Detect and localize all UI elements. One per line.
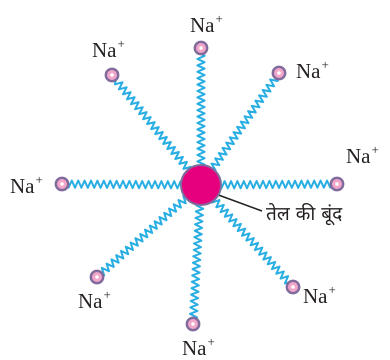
- ion-label-upper-left: Na+: [92, 36, 125, 62]
- ion-charge-upper-right: +: [322, 57, 329, 72]
- ionic-head-highlight-top: [199, 46, 203, 50]
- oil-drop: [180, 164, 222, 206]
- hydrocarbon-chain-lower-right: [210, 194, 290, 285]
- ion-charge-left: +: [36, 172, 43, 187]
- ionic-head-highlight-upper-right: [277, 71, 281, 75]
- hydrocarbon-chain-top: [196, 53, 206, 172]
- ion-charge-lower-right: +: [329, 282, 336, 297]
- ion-label-right: Na+: [346, 142, 379, 168]
- ion-label-left: Na+: [10, 172, 43, 198]
- ion-charge-right: +: [372, 142, 379, 157]
- ion-label-bottom: Na+: [182, 334, 215, 360]
- ionic-head-highlight-bottom: [191, 322, 195, 326]
- oil-drop-pointer-line: [212, 192, 263, 212]
- ionic-head-highlight-lower-right: [291, 285, 295, 289]
- hydrocarbon-chain-lower-left: [100, 194, 192, 277]
- ion-charge-bottom: +: [208, 334, 215, 349]
- ionic-heads: [54, 40, 345, 332]
- ion-label-lower-right: Na+: [303, 282, 336, 308]
- hydrocarbon-chains: [67, 53, 332, 319]
- hydrocarbon-chain-bottom: [189, 198, 205, 319]
- ion-charge-top: +: [216, 11, 223, 26]
- ionic-head-highlight-right: [335, 182, 339, 186]
- ion-label-top: Na+: [190, 11, 223, 37]
- ionic-head-highlight-lower-left: [95, 275, 99, 279]
- ionic-head-highlight-left: [60, 182, 64, 186]
- hydrocarbon-chain-upper-right: [206, 77, 279, 174]
- ion-charge-lower-left: +: [104, 287, 111, 302]
- hydrocarbon-chain-upper-left: [113, 79, 193, 176]
- ion-label-upper-right: Na+: [296, 57, 329, 83]
- ion-charge-upper-left: +: [118, 36, 125, 51]
- ion-label-lower-left: Na+: [78, 287, 111, 313]
- hydrocarbon-chain-left: [67, 179, 188, 190]
- oil-drop-label: तेल की बूंद: [266, 202, 343, 226]
- ionic-head-highlight-upper-left: [110, 73, 114, 77]
- hydrocarbon-chain-right: [214, 179, 332, 190]
